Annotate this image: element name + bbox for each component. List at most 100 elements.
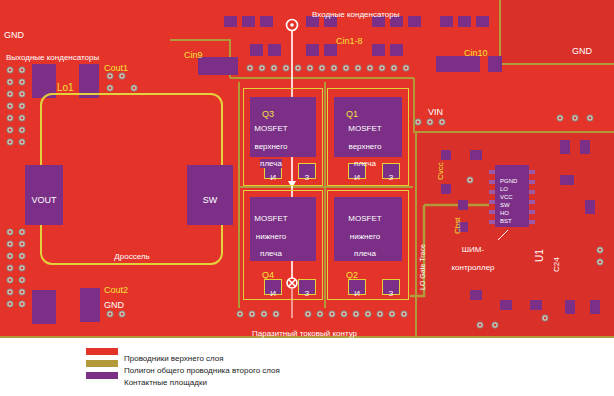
text-slot: И	[265, 282, 281, 300]
text-slot: З	[383, 282, 399, 300]
terminal-letter: З	[389, 173, 394, 182]
text-slot: З	[299, 166, 315, 184]
text-slot: Дроссель	[92, 245, 172, 263]
legend-swatch	[86, 348, 118, 355]
part-name: Lo1	[57, 82, 74, 93]
part-name: Q1	[346, 109, 358, 119]
part-name: Cin9	[184, 50, 203, 60]
part-name: C24	[552, 257, 561, 272]
terminal-pad: З	[298, 163, 316, 179]
text-slot: MOSFET верхнего плеча	[340, 117, 390, 170]
group-caption: Входные конденсаторы	[312, 10, 399, 19]
text-slot: И	[349, 282, 365, 300]
text-slot: И	[265, 166, 281, 184]
pin-name: BST	[500, 218, 512, 224]
callout-text: Паразитный токовый контур	[252, 329, 357, 338]
legend-swatch	[86, 372, 118, 379]
terminal-letter: З	[305, 173, 310, 182]
text-slot: GND	[4, 24, 24, 42]
part-name: Cbst	[453, 218, 462, 234]
text-slot: GND	[572, 40, 592, 58]
vout-pad: VOUT	[25, 165, 63, 225]
text-slot: Входные конденсаторы	[312, 3, 399, 21]
part-caption: MOSFET верхнего плеча	[254, 124, 287, 168]
text-slot: U1	[529, 249, 547, 262]
terminal-letter: И	[354, 289, 360, 298]
legend-text: Полигон общего проводника второго слоя	[124, 366, 280, 375]
trace-name: LO Gate Trace	[419, 244, 426, 290]
text-slot: Выходные конденсаторы	[6, 46, 99, 64]
text-slot: GND	[104, 294, 124, 312]
pin-name: SW	[500, 202, 510, 208]
text-slot: Cin1-8	[336, 30, 363, 48]
text-slot: ШИМ-контроллер	[446, 238, 500, 273]
part-caption: MOSFET верхнего плеча	[348, 124, 381, 168]
sw-pad: SW	[187, 165, 233, 225]
text-slot: З	[383, 166, 399, 184]
text-slot: Проводники верхнего слоя	[124, 347, 224, 365]
part-name: Q3	[262, 109, 274, 119]
text-slot: Q1	[346, 103, 358, 121]
part-name: Cvcc	[436, 162, 445, 180]
callout-text: ШИМ-контроллер	[451, 245, 494, 272]
text-slot: SW	[187, 189, 233, 207]
net-name: VIN	[428, 107, 443, 117]
text-slot: Q2	[346, 264, 358, 282]
part-name: Q2	[346, 270, 358, 280]
text-slot: Cin9	[184, 44, 203, 62]
text-slot: MOSFET верхнего плеча	[252, 117, 290, 170]
part-caption: Дроссель	[114, 252, 149, 261]
text-slot: Паразитный токовый контур	[252, 322, 357, 340]
text-slot: VIN	[428, 101, 443, 119]
group-caption: Выходные конденсаторы	[6, 53, 99, 62]
text-slot: З	[299, 282, 315, 300]
terminal-letter: И	[270, 289, 276, 298]
text-slot: MOSFET нижнего плеча	[340, 207, 390, 260]
text-slot: Cout1	[104, 57, 128, 75]
terminal-letter: И	[354, 173, 360, 182]
terminal-pad: И	[264, 279, 282, 295]
mosfet-footprint: MOSFET нижнего плечаИ З Q2	[327, 190, 409, 300]
legend-text: Контактные площадки	[124, 378, 207, 387]
terminal-pad: И	[348, 279, 366, 295]
pin-name: PGND	[500, 178, 517, 184]
legend-text: Проводники верхнего слоя	[124, 354, 224, 363]
part-caption: MOSFET нижнего плеча	[348, 214, 381, 258]
terminal-pad: З	[382, 163, 400, 179]
terminal-letter: И	[270, 173, 276, 182]
terminal-pad: З	[382, 279, 400, 295]
terminal-letter: З	[389, 289, 394, 298]
pin-name: VCC	[500, 194, 513, 200]
mosfet-footprint: Q1MOSFET верхнего плечаИ З	[327, 88, 409, 186]
part-name: Cout1	[104, 63, 128, 73]
text-slot: C24	[545, 257, 563, 272]
part-name: Cin10	[464, 48, 488, 58]
terminal-pad: З	[298, 279, 316, 295]
text-slot: Lo1	[57, 77, 74, 95]
text-slot: Cbst	[446, 218, 464, 234]
text-slot: Cin10	[464, 42, 488, 60]
text-slot: LO Gate Trace	[411, 244, 429, 290]
mosfet-footprint: Q3MOSFET верхнего плечаИ З	[243, 88, 323, 186]
part-name: Cout2	[104, 285, 128, 295]
text-slot: MOSFET нижнего плеча	[252, 207, 290, 260]
part-name: Q4	[262, 270, 274, 280]
pad-name: VOUT	[31, 195, 56, 205]
text-slot: VOUT	[25, 189, 63, 207]
terminal-letter: З	[305, 289, 310, 298]
pin-name: LO	[500, 186, 508, 192]
text-slot: Cout2	[104, 279, 128, 297]
part-caption: MOSFET нижнего плеча	[254, 214, 287, 258]
mosfet-footprint: MOSFET нижнего плечаИ З Q4	[243, 190, 323, 300]
net-name: GND	[4, 30, 24, 40]
text-slot: Q3	[262, 103, 274, 121]
text-slot: Cvcc	[429, 162, 447, 180]
legend-swatch	[86, 360, 118, 367]
text-slot: Q4	[262, 264, 274, 282]
text-slot: И	[349, 166, 365, 184]
net-name: GND	[104, 300, 124, 310]
pin-name: HO	[500, 210, 509, 216]
part-name: Cin1-8	[336, 36, 363, 46]
pad-name: SW	[203, 195, 218, 205]
